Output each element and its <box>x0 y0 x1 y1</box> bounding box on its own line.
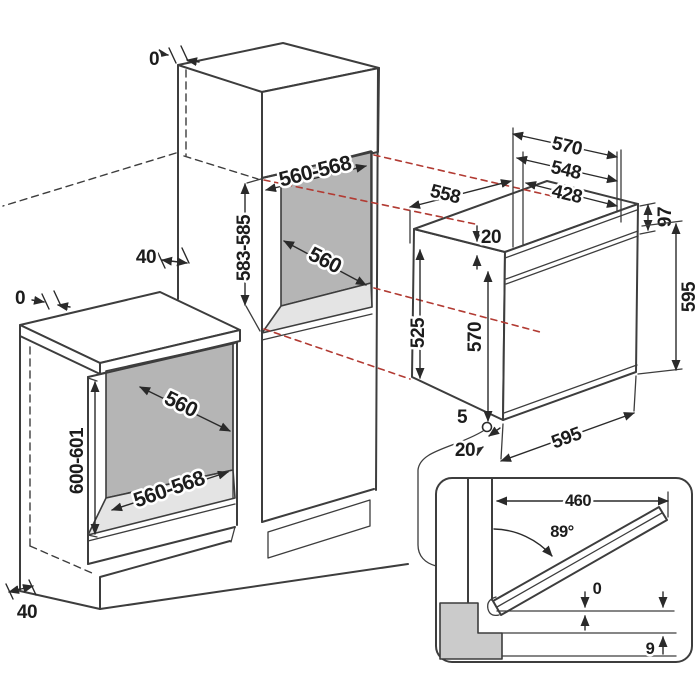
door-detail-inset: 460 89° 0 9 <box>435 477 693 663</box>
callout-leader-line <box>417 430 484 567</box>
dim-plinth-clearance: 9 <box>646 640 655 658</box>
room-reference-lines <box>2 152 177 207</box>
dim-oven-overall-height: 595 <box>679 281 700 312</box>
oven-dimensions: 570 548 428 558 20 97 595 525 570 595 5 <box>406 127 700 567</box>
dim-door-length: 460 <box>565 492 591 510</box>
callout-marker <box>481 421 493 433</box>
dim-oven-front-clearance: 20 <box>455 440 475 461</box>
dim-oven-front-width: 595 <box>549 423 585 453</box>
dim-oven-depth: 558 <box>428 181 462 209</box>
dim-base-top-gap: 0 <box>15 288 25 309</box>
oven-door-open <box>492 506 668 616</box>
dim-oven-callout: 5 <box>457 407 468 428</box>
dim-base-plinth-recess: 40 <box>17 602 37 623</box>
dim-base-niche-height: 600-601 <box>67 427 88 494</box>
dim-tall-niche-height: 583-585 <box>234 214 255 281</box>
dim-oven-front-height: 570 <box>465 322 486 352</box>
dim-oven-body-height: 525 <box>408 317 429 348</box>
hinge-detail <box>487 596 500 617</box>
dim-door-gap: 0 <box>593 580 602 598</box>
dim-tall-wall-gap: 40 <box>136 247 156 268</box>
dim-tall-top-gap: 0 <box>149 49 159 70</box>
dim-oven-top-clearance: 20 <box>481 227 501 248</box>
dim-oven-overall-width: 570 <box>550 133 584 160</box>
oven <box>411 180 639 421</box>
dim-opening-angle: 89° <box>550 523 573 541</box>
